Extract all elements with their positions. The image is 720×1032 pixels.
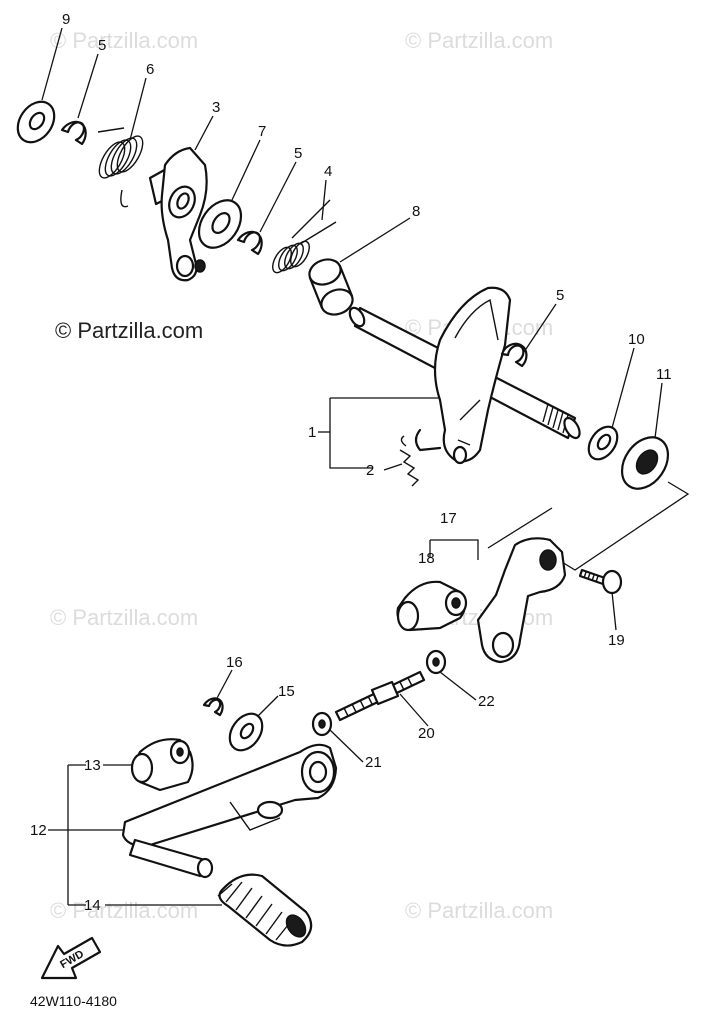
part-shift-arm-3	[148, 146, 208, 282]
part-washer-7	[197, 199, 243, 249]
part-nut-22	[425, 649, 447, 675]
callout-10: 10	[628, 331, 645, 348]
callout-12: 12	[30, 822, 47, 839]
part-rod-20	[334, 670, 426, 722]
callout-14: 14	[84, 897, 101, 914]
callout-17: 17	[440, 510, 457, 527]
callout-5: 5	[98, 37, 106, 54]
callout-8: 8	[412, 203, 420, 220]
callout-22: 22	[478, 693, 495, 710]
part-washer-10	[587, 425, 619, 461]
part-circlip-5	[236, 230, 263, 256]
part-joint-13	[130, 738, 194, 792]
callout-9: 9	[62, 11, 70, 28]
watermark-dark: © Partzilla.com	[55, 318, 203, 343]
part-circlip-5	[60, 120, 87, 146]
part-spring-2	[399, 435, 420, 487]
callout-5: 5	[294, 145, 302, 162]
part-shift-shaft-1	[348, 286, 581, 465]
part-washer-9	[16, 100, 56, 144]
leader-lines	[41, 27, 663, 906]
connector-bracket	[551, 481, 690, 571]
part-pedal-rubber-14	[128, 838, 313, 947]
part-nut-21	[311, 711, 333, 737]
callout-18: 18	[418, 550, 435, 567]
callout-21: 21	[365, 754, 382, 771]
callout-6: 6	[146, 61, 154, 78]
watermark: © Partzilla.com	[50, 605, 198, 630]
callout-7: 7	[258, 123, 266, 140]
part-oil-seal-11	[620, 436, 670, 490]
callout-19: 19	[608, 632, 625, 649]
callout-3: 3	[212, 99, 220, 116]
callouts: 9 5 6 3 7 5 4 8 5 10 11 1 2 17 18 19 16 …	[30, 11, 672, 914]
part-washer-15	[228, 712, 264, 752]
callout-11: 11	[656, 366, 672, 383]
callout-20: 20	[418, 725, 435, 742]
part-shift-pedal-12	[121, 743, 338, 847]
part-joint-18	[396, 580, 468, 632]
part-shift-arm-17	[476, 537, 567, 664]
watermark: © Partzilla.com	[50, 28, 198, 53]
callout-2: 2	[366, 462, 374, 479]
callout-1: 1	[308, 424, 316, 441]
drawing-code: 42W110-4180	[30, 993, 117, 1009]
callout-15: 15	[278, 683, 295, 700]
fwd-arrow-icon: FWD	[40, 936, 102, 980]
callout-13: 13	[84, 757, 101, 774]
callout-4: 4	[324, 163, 332, 180]
callout-5: 5	[556, 287, 564, 304]
part-collar-8	[308, 258, 354, 316]
part-circlip-16	[202, 697, 224, 717]
watermark: © Partzilla.com	[50, 898, 198, 923]
connector-line	[487, 507, 553, 549]
part-spring-6	[97, 127, 144, 208]
callout-16: 16	[226, 654, 243, 671]
part-circlip-5	[500, 342, 528, 368]
part-bolt-19	[578, 568, 623, 595]
watermark: © Partzilla.com	[405, 898, 553, 923]
watermark: © Partzilla.com	[405, 28, 553, 53]
